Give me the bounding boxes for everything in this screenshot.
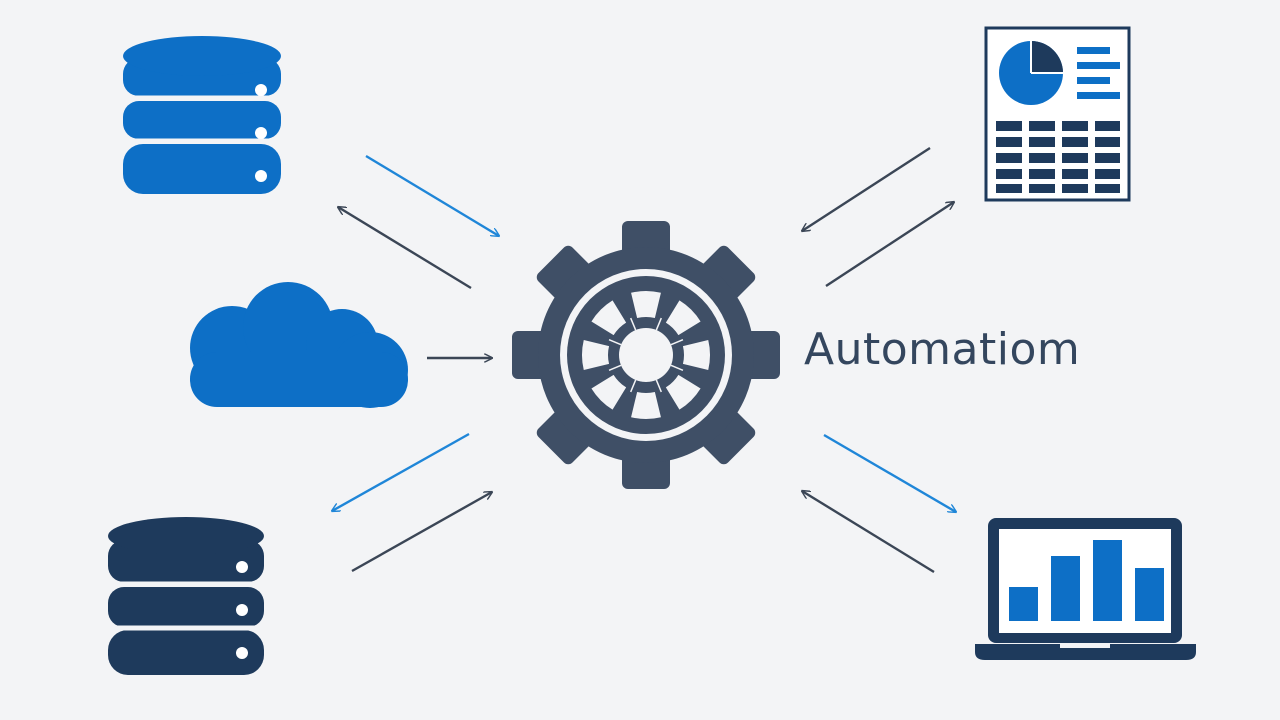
arrow: [332, 432, 470, 511]
gear-window: [682, 340, 710, 370]
center-label: Automatiom: [804, 324, 1081, 375]
laptop-chart-icon: [975, 518, 1196, 660]
report-icon: [984, 26, 1131, 202]
database-icon: [108, 517, 264, 675]
arrow: [823, 433, 956, 512]
arrow: [825, 202, 954, 288]
gear-spoke: [670, 338, 684, 346]
cloud-icon: [190, 282, 408, 408]
gear-spoke: [670, 364, 684, 372]
arrow: [802, 146, 931, 231]
gear-window: [665, 300, 701, 336]
gear-spoke: [608, 364, 622, 372]
gear-spoke: [629, 379, 637, 393]
gear-spoke: [655, 317, 663, 331]
arrow: [351, 492, 492, 573]
arrow: [338, 207, 472, 290]
arrow: [802, 491, 935, 574]
connection-arrows: [332, 146, 956, 574]
gear-window: [631, 391, 661, 419]
gear-spoke: [629, 317, 637, 331]
arrow: [365, 154, 499, 236]
database-icon: [123, 36, 281, 194]
gear-spoke: [655, 379, 663, 393]
gear-icon: [512, 221, 780, 489]
gear-spoke: [608, 338, 622, 346]
gear-window: [591, 300, 627, 336]
gear-window: [591, 374, 627, 410]
gear-window: [665, 374, 701, 410]
gear-window: [631, 291, 661, 319]
gear-window: [582, 340, 610, 370]
